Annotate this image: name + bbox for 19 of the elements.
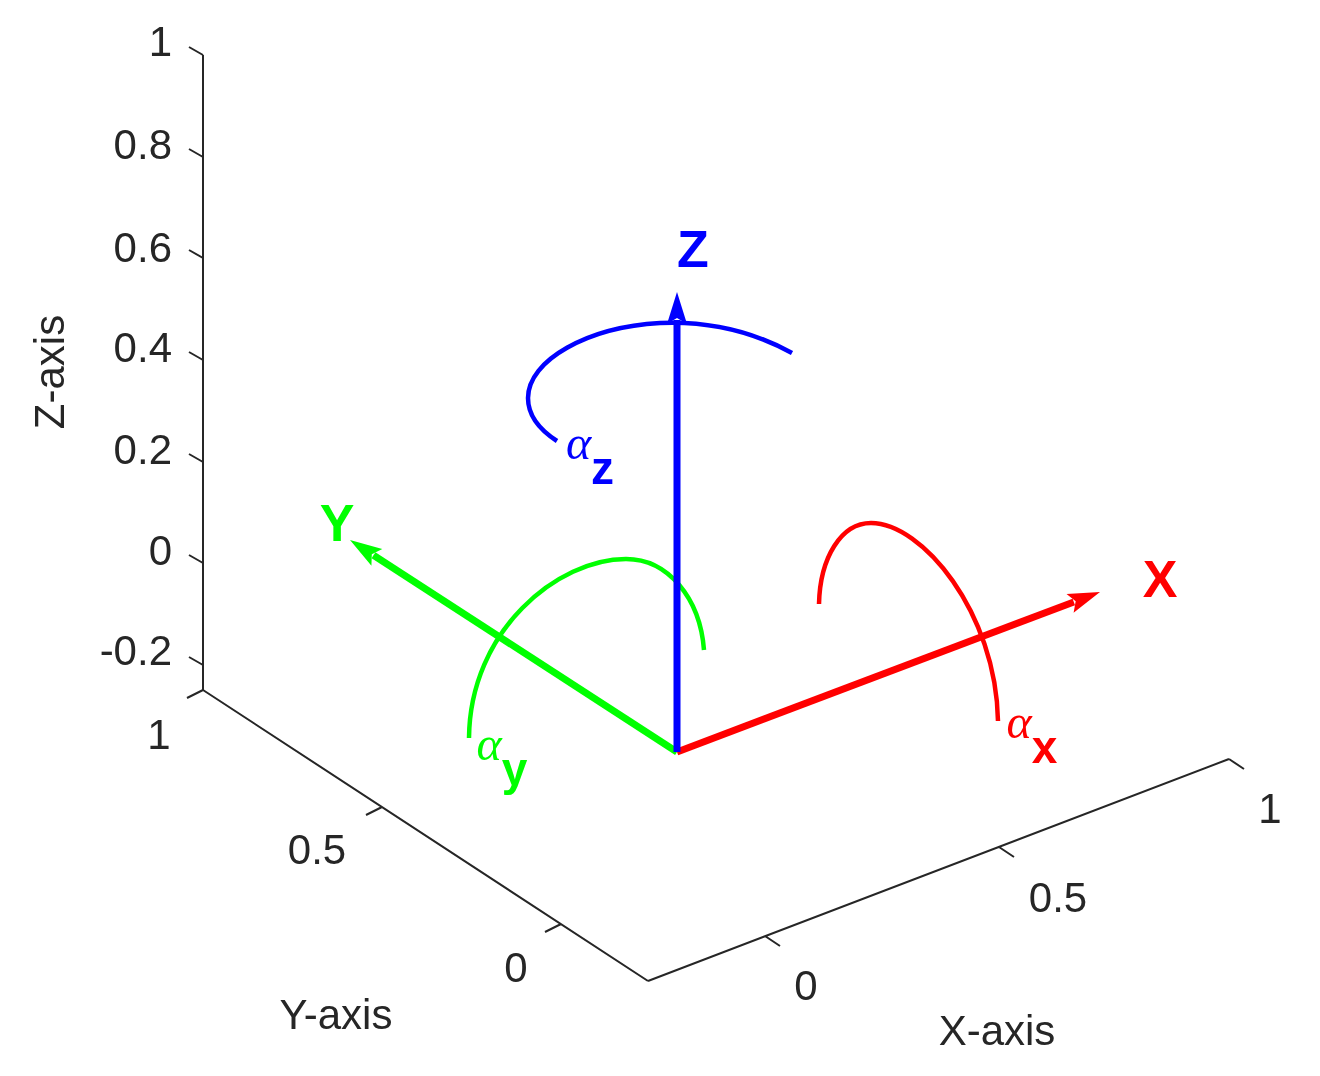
tick-label: 0 (148, 530, 172, 572)
axis-label: Z (677, 223, 709, 275)
tick-label: 0.4 (113, 327, 172, 369)
axis-label: X (1142, 553, 1178, 605)
axis-label: Y (319, 497, 355, 549)
tick-label: 1 (1258, 788, 1282, 830)
tick-label: 0.5 (1028, 877, 1088, 919)
tick-label: 0.6 (113, 227, 172, 269)
tick-label: 0.8 (113, 124, 172, 166)
tick-label: -0.2 (99, 630, 172, 672)
tick-label: 0 (504, 947, 528, 989)
tick-label: 1 (148, 21, 172, 63)
axis-title: Y-axis (279, 994, 393, 1036)
tick-label: 0 (794, 965, 818, 1007)
tick-label: 0.5 (287, 829, 347, 871)
axis-title: Z-axis (29, 314, 71, 430)
axis-title: X-axis (938, 1010, 1056, 1052)
tick-label: 1 (147, 714, 171, 756)
tick-label: 0.2 (113, 429, 172, 471)
